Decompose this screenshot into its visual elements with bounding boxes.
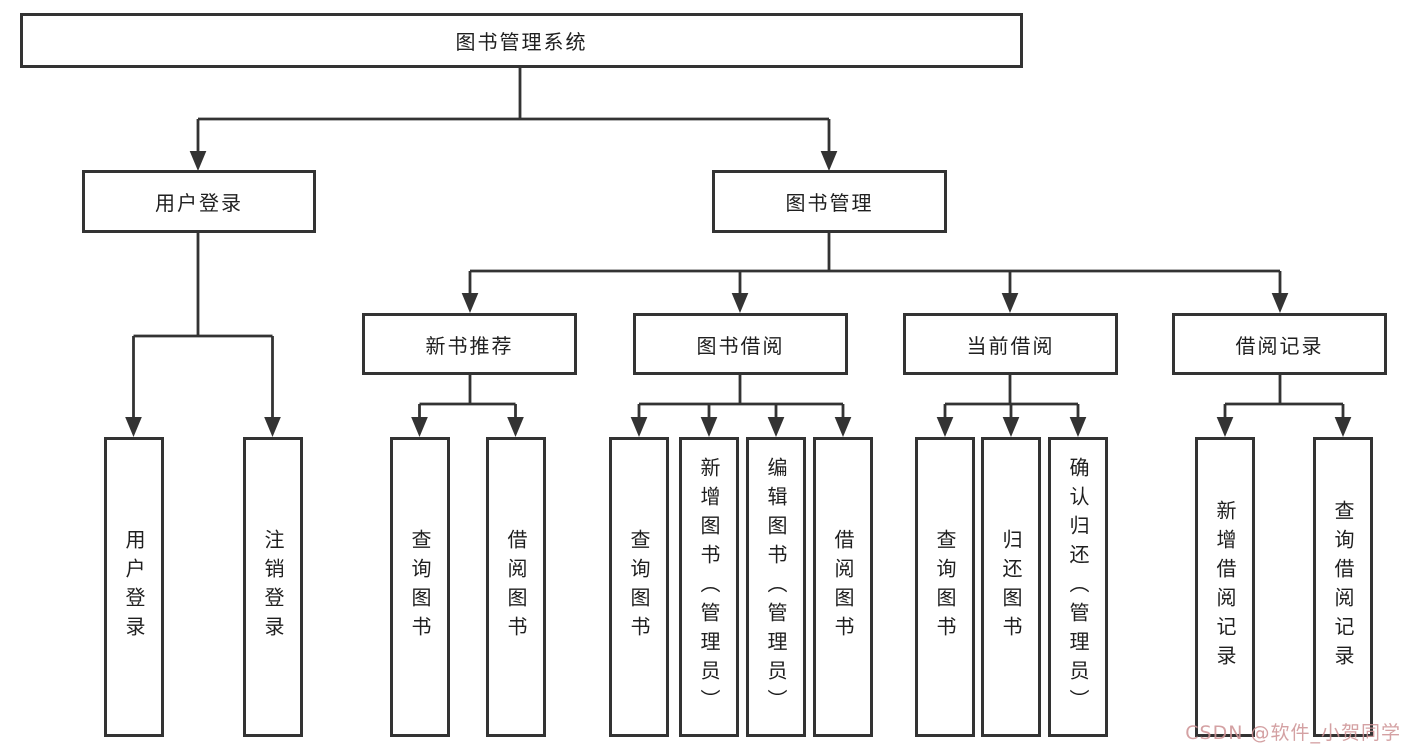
node-leaf-add-borrow-record: 新增借阅记录: [1195, 437, 1255, 737]
node-leaf-query-borrow-record: 查询借阅记录: [1313, 437, 1373, 737]
node-root: 图书管理系统: [20, 13, 1023, 68]
node-label: 用户登录: [155, 191, 243, 215]
connector-group: [125, 68, 1352, 437]
watermark: CSDN @软件_小贺同学: [1185, 722, 1401, 744]
node-label: 借阅记录: [1235, 333, 1324, 358]
node-leaf-borrow-books-1: 借阅图书: [486, 437, 546, 737]
node-label: 用户登录: [122, 529, 146, 645]
node-label: 借阅图书: [831, 529, 855, 645]
node-label: 新书推荐: [425, 333, 514, 358]
node-label: 注销登录: [261, 529, 285, 645]
node-leaf-query-books-1: 查询图书: [390, 437, 450, 737]
node-label: 查询图书: [408, 529, 432, 645]
node-leaf-edit-books-admin: 编辑图书（管理员）: [746, 437, 806, 737]
node-root-label: 图书管理系统: [455, 30, 588, 54]
node-leaf-confirm-return-admin: 确认归还（管理员）: [1048, 437, 1108, 737]
node-book-management-branch: 图书管理: [712, 170, 947, 233]
node-label: 查询图书: [627, 529, 651, 645]
node-label: 编辑图书（管理员）: [764, 456, 788, 718]
node-leaf-query-books-2: 查询图书: [609, 437, 669, 737]
node-leaf-borrow-books-2: 借阅图书: [813, 437, 873, 737]
node-label: 新增借阅记录: [1213, 500, 1237, 674]
node-label: 查询借阅记录: [1331, 500, 1355, 674]
node-user-login-branch: 用户登录: [82, 170, 316, 233]
node-label: 查询图书: [933, 529, 957, 645]
node-new-book-recommend: 新书推荐: [362, 313, 577, 375]
node-current-borrow: 当前借阅: [903, 313, 1118, 375]
node-label: 确认归还（管理员）: [1066, 456, 1090, 718]
node-leaf-query-books-3: 查询图书: [915, 437, 975, 737]
node-label: 当前借阅: [966, 333, 1055, 358]
node-label: 借阅图书: [504, 529, 528, 645]
node-leaf-logout: 注销登录: [243, 437, 303, 737]
node-book-borrow: 图书借阅: [633, 313, 848, 375]
node-label: 图书管理: [785, 191, 874, 215]
node-label: 新增图书（管理员）: [697, 456, 721, 718]
node-leaf-add-books-admin: 新增图书（管理员）: [679, 437, 739, 737]
node-borrow-records: 借阅记录: [1172, 313, 1387, 375]
node-label: 归还图书: [999, 529, 1023, 645]
node-leaf-return-books: 归还图书: [981, 437, 1041, 737]
node-label: 图书借阅: [696, 333, 785, 358]
node-leaf-user-login: 用户登录: [104, 437, 164, 737]
